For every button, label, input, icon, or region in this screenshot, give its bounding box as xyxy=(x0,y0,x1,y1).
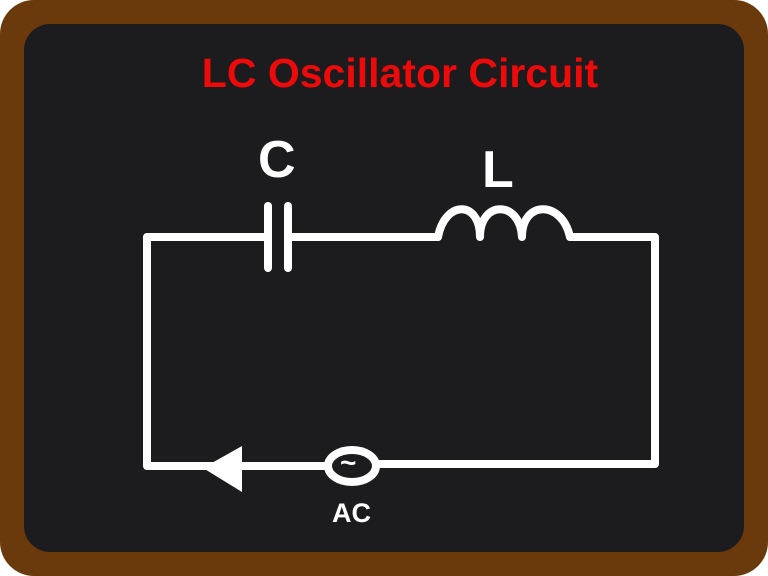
current-direction-arrow xyxy=(203,446,242,492)
ac-label: AC xyxy=(332,498,371,528)
capacitor-label: C xyxy=(258,131,296,189)
ac-symbol: ~ xyxy=(340,447,357,478)
inductor-coil xyxy=(434,205,574,241)
diagram-title: LC Oscillator Circuit xyxy=(201,50,599,96)
wire-right xyxy=(374,233,659,468)
wire-left-top xyxy=(143,233,330,470)
inductor-label: L xyxy=(482,141,514,199)
ac-source xyxy=(324,446,380,486)
